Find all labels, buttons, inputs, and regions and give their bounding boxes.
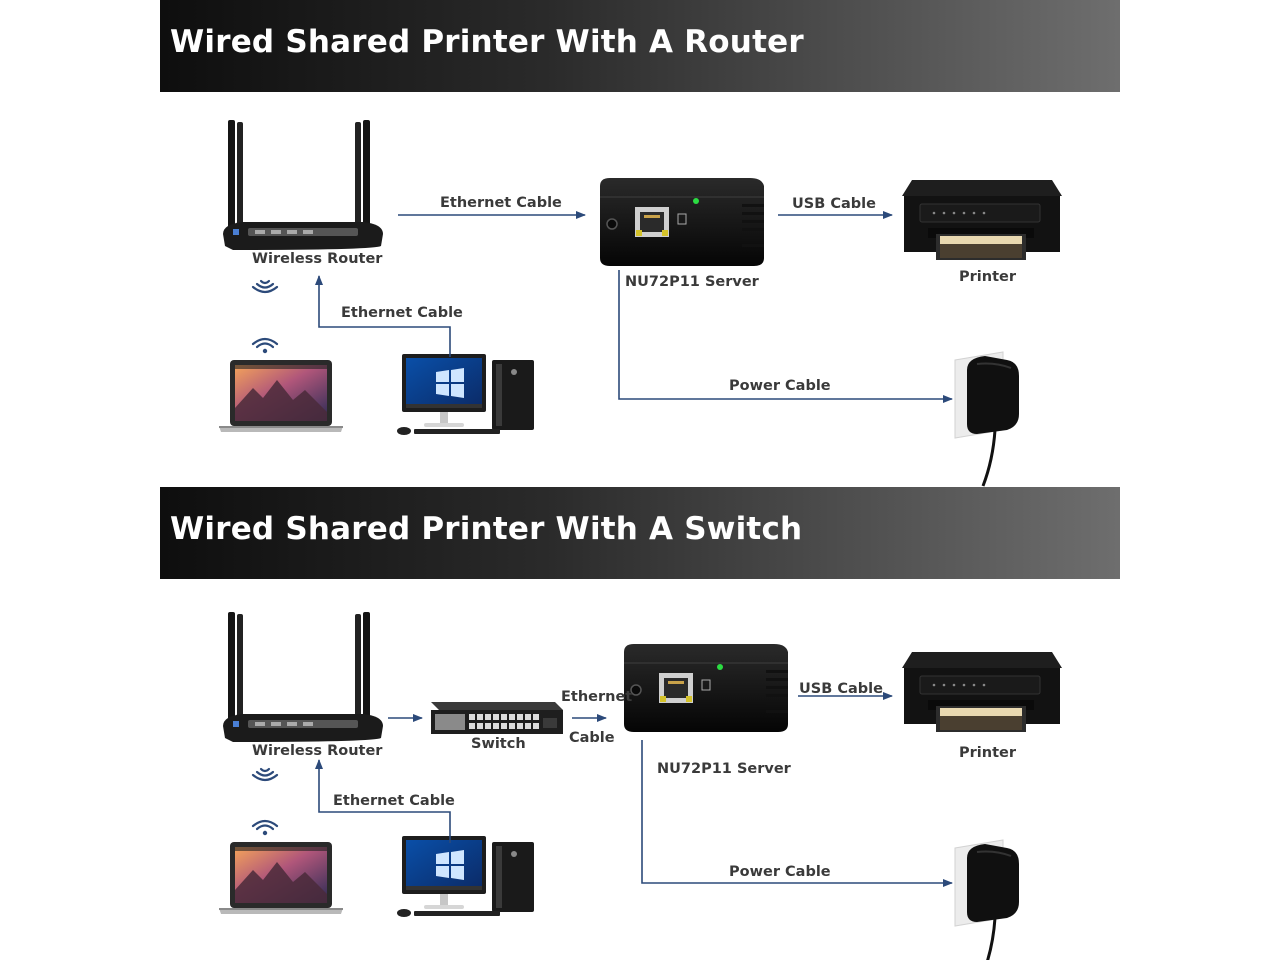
label-usb-cable: USB Cable [792, 196, 876, 212]
wifi-signal-icon [251, 279, 279, 294]
arrow-pc-to-router [315, 759, 451, 843]
panel-switch [219, 612, 1063, 960]
label-wireless-router: Wireless Router [252, 251, 383, 267]
label-ethernet-cable-top: Ethernet Cable [440, 195, 562, 211]
label-server: NU72P11 Server [625, 274, 759, 290]
laptop-icon [219, 842, 343, 914]
connection-arrows [315, 211, 953, 403]
label-ethernet-line2: Cable [569, 730, 615, 746]
label-wireless-router: Wireless Router [252, 743, 383, 759]
label-printer: Printer [959, 269, 1016, 285]
banner-router: Wired Shared Printer With A Router [160, 0, 1120, 92]
wifi-signal-icon [251, 767, 279, 782]
section-title-router: Wired Shared Printer With A Router [170, 24, 804, 60]
panel-router [219, 120, 1063, 488]
label-ethernet-cable-pc: Ethernet Cable [333, 793, 455, 809]
power-adapter-icon [953, 350, 1021, 488]
connection-arrows [315, 692, 953, 887]
wireless-router-icon [223, 612, 383, 742]
label-power-cable: Power Cable [729, 864, 831, 880]
arrow-pc-to-router [315, 275, 451, 357]
label-printer: Printer [959, 745, 1016, 761]
network-switch-icon [431, 702, 563, 734]
print-server-icon [623, 643, 789, 733]
desktop-pc-icon [397, 836, 534, 917]
label-switch: Switch [471, 736, 526, 752]
label-power-cable: Power Cable [729, 378, 831, 394]
printer-icon [901, 651, 1063, 733]
label-server: NU72P11 Server [657, 761, 791, 777]
wifi-signal-laptop-icon [251, 337, 279, 355]
desktop-pc-icon [397, 354, 534, 435]
laptop-icon [219, 360, 343, 432]
label-ethernet-line1: Ethernet [561, 689, 633, 705]
label-ethernet-cable-pc: Ethernet Cable [341, 305, 463, 321]
arrow-server-to-power [641, 740, 953, 887]
wifi-signal-laptop-icon [251, 819, 279, 837]
label-usb-cable: USB Cable [799, 681, 883, 697]
print-server-icon [599, 177, 765, 267]
printer-icon [901, 179, 1063, 261]
power-adapter-icon [953, 838, 1021, 960]
section-title-switch: Wired Shared Printer With A Switch [170, 511, 803, 547]
arrow-server-to-power [618, 270, 953, 403]
wireless-router-icon [223, 120, 383, 250]
banner-switch: Wired Shared Printer With A Switch [160, 487, 1120, 579]
